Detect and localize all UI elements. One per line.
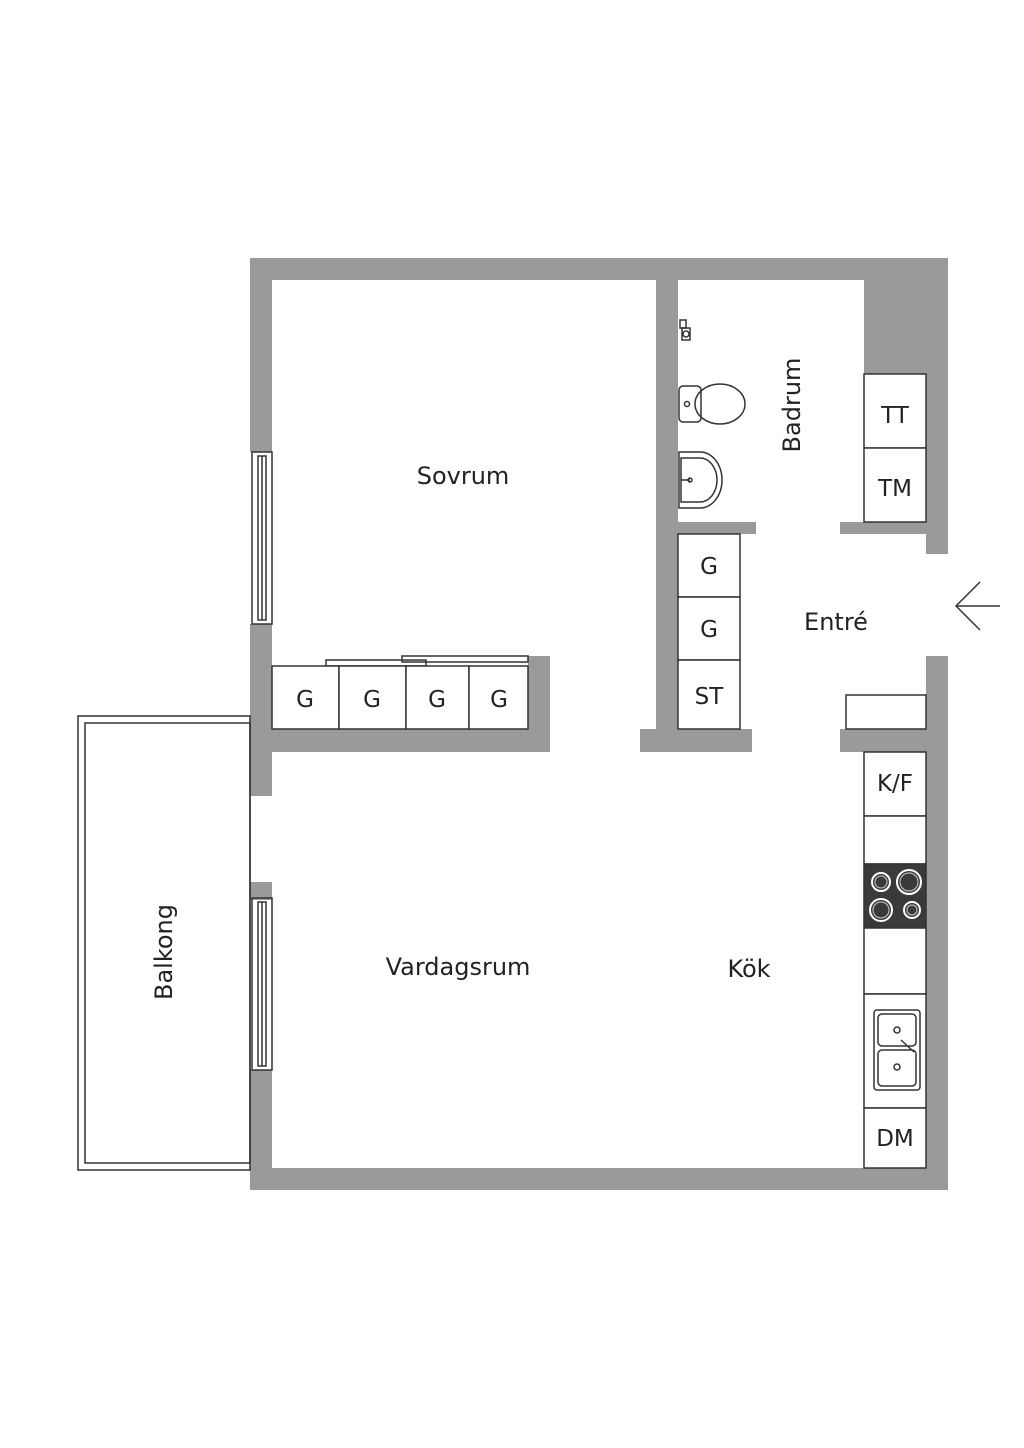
hall-closet-label-2: G (700, 617, 718, 643)
wall-badrum-bottom-left (656, 522, 756, 534)
label-kok: Kök (727, 955, 770, 983)
entrance-arrow-icon (954, 581, 1000, 631)
kitchen-counter: K/F DM (863, 751, 927, 1169)
label-vardagsrum: Vardagsrum (386, 953, 531, 981)
wardrobe-label-1: G (296, 687, 314, 713)
window-sovrum (251, 451, 273, 625)
wall-entre-bottom-right (840, 729, 948, 752)
wall-entrance-jamb (926, 534, 948, 554)
counter-2 (863, 927, 927, 995)
dryer-label: TT (880, 403, 910, 429)
wardrobe-1 (271, 665, 340, 730)
hall-closets: G G ST (677, 533, 927, 730)
fridge-freezer-label: K/F (877, 771, 913, 797)
label-balkong: Balkong (150, 904, 178, 1000)
wardrobe-label-4: G (490, 687, 508, 713)
wall-sovrum-bottom (250, 729, 550, 752)
hall-closet-label-1: G (700, 554, 718, 580)
kitchen-sink-icon (873, 1009, 921, 1091)
shaft (864, 258, 948, 374)
toilet-icon (678, 383, 746, 425)
bedroom-wardrobes: G G G G (271, 655, 529, 730)
wardrobe-label-3: G (428, 687, 446, 713)
entrance-door-gap (926, 554, 948, 656)
window-vardagsrum (251, 897, 273, 1071)
hall-shelf (845, 694, 927, 730)
wall-top (250, 258, 948, 280)
wall-bottom (250, 1168, 948, 1190)
stove-burners-icon (869, 869, 922, 922)
fridge-freezer (863, 751, 927, 817)
wardrobe-2 (338, 665, 407, 730)
wardrobe-label-2: G (363, 687, 381, 713)
wardrobe-3 (405, 665, 470, 730)
balcony-door-gap (250, 796, 272, 882)
wardrobe-4 (468, 665, 529, 730)
wall-badrum-bottom-right (840, 522, 948, 534)
label-entre: Entré (804, 608, 868, 636)
hall-closet-1 (677, 533, 741, 598)
dishwasher-label: DM (876, 1126, 914, 1152)
window-sovrum-gap (250, 452, 272, 624)
window-vardagsrum-gap (250, 900, 272, 1070)
hall-closet-2 (677, 596, 741, 661)
room-labels: Sovrum Badrum Entré Vardagsrum Kök Balko… (150, 358, 868, 1000)
dishwasher (863, 1107, 927, 1169)
bathroom-fixtures: TT TM (678, 319, 927, 523)
label-badrum: Badrum (778, 358, 806, 453)
washing-machine (863, 447, 927, 523)
hall-storage-label: ST (695, 684, 725, 710)
washing-machine-label: TM (877, 476, 912, 502)
wall-right-lower (926, 656, 948, 1190)
balcony (77, 715, 251, 1171)
sink-icon (678, 451, 723, 509)
shower-icon (679, 319, 691, 341)
label-sovrum: Sovrum (417, 462, 510, 490)
counter-1 (863, 815, 927, 865)
openings (250, 452, 948, 1070)
hall-storage (677, 659, 741, 730)
wall-entre-bottom-left (640, 729, 752, 752)
wall-sovrum-stub (528, 656, 550, 752)
wall-sovrum-badrum (656, 258, 678, 752)
